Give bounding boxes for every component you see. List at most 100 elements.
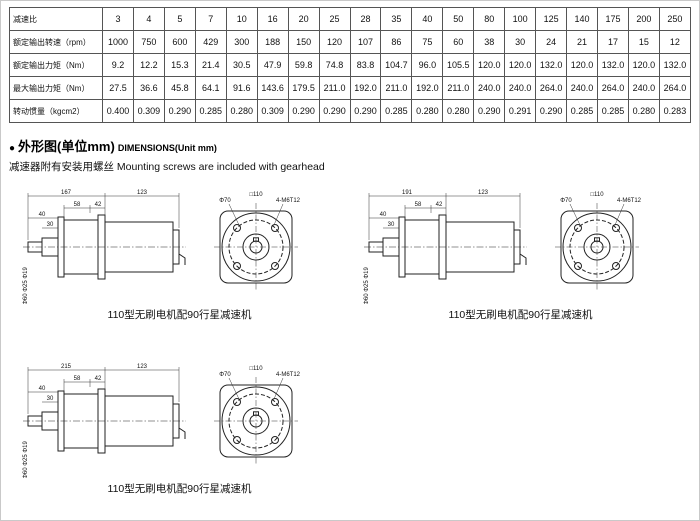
- dim-total-label: 167: [60, 190, 71, 196]
- row-label: 额定输出转速（rpm）: [9, 30, 103, 54]
- flange-square-label: □110: [249, 192, 263, 198]
- mounting-note-en: Mounting screws are included with gearhe…: [116, 161, 325, 173]
- dimensions-heading-en: DIMENSIONS(Unit mm): [117, 143, 217, 153]
- dim-s2-label: 30: [46, 222, 53, 228]
- drawing-slot-1: 167 123 58 42 40 30 Φ60 Φ25 Φ19: [20, 186, 340, 322]
- motor-side-view: [22, 214, 186, 280]
- table-cell: 192.0: [411, 76, 444, 100]
- drawing-canvas: 167 123 58 42 40 30 Φ60 Φ25 Φ19: [22, 190, 300, 304]
- table-cell: 83.8: [349, 53, 382, 77]
- table-cell: 750: [132, 30, 165, 54]
- table-cell: 0.285: [194, 99, 227, 123]
- table-cell: 60: [442, 30, 475, 54]
- table-cell: 200: [627, 7, 660, 31]
- motor-side-view: [363, 214, 527, 280]
- table-cell: 25: [318, 7, 351, 31]
- table-cell: 132.0: [535, 53, 568, 77]
- table-cell: 30: [504, 30, 537, 54]
- table-cell: 17: [597, 30, 629, 54]
- table-cell: 211.0: [318, 76, 351, 100]
- table-cell: 9.2: [102, 53, 134, 77]
- dim-b-label: 42: [435, 202, 442, 208]
- table-cell: 21.4: [194, 53, 227, 77]
- bullet-icon: ●: [9, 143, 16, 154]
- table-cell: 120: [318, 30, 351, 54]
- table-cell: 12: [658, 30, 692, 54]
- table-cell: 30.5: [225, 53, 258, 77]
- table-cell: 120.0: [627, 53, 660, 77]
- table-cell: 74.8: [318, 53, 351, 77]
- table-cell: 16: [256, 7, 289, 31]
- table-cell: 24: [535, 30, 568, 54]
- table-cell: 120.0: [504, 53, 537, 77]
- table-cell: 4: [132, 7, 165, 31]
- table-cell: 0.290: [318, 99, 351, 123]
- table-cell: 240.0: [566, 76, 598, 100]
- dimension-lines: [27, 367, 179, 414]
- dim-b-label: 42: [94, 202, 101, 208]
- shaft-diameter-label: Φ60 Φ25 Φ19: [23, 440, 29, 478]
- table-cell: 50: [442, 7, 475, 31]
- table-cell: 64.1: [194, 76, 227, 100]
- flange-center-lines: [213, 203, 298, 291]
- table-cell: 0.290: [535, 99, 568, 123]
- dim-a-label: 58: [73, 202, 80, 208]
- mounting-holes-label: 4-M6T12: [275, 198, 300, 204]
- dimension-drawing: 167 123 58 42 40 30 Φ60 Φ25 Φ19: [20, 186, 340, 322]
- table-cell: 120.0: [473, 53, 506, 77]
- table-cell: 264.0: [658, 76, 692, 100]
- table-cell: 27.5: [102, 76, 134, 100]
- table-cell: 0.290: [349, 99, 382, 123]
- table-cell: 7: [194, 7, 227, 31]
- table-cell: 264.0: [535, 76, 568, 100]
- dimension-lines: [27, 193, 179, 240]
- table-cell: 104.7: [380, 53, 413, 77]
- dim-s1-label: 40: [38, 212, 45, 218]
- table-cell: 0.285: [566, 99, 598, 123]
- drawing-canvas: 215 123 58 42 40 30 Φ60 Φ25 Φ19: [22, 364, 300, 478]
- table-cell: 600: [163, 30, 196, 54]
- dim-s2-label: 30: [387, 222, 394, 228]
- table-cell: 0.309: [256, 99, 289, 123]
- row-label: 额定输出力矩（Nm）: [9, 53, 103, 77]
- table-cell: 107: [349, 30, 382, 54]
- table-cell: 120.0: [566, 53, 598, 77]
- table-cell: 28: [349, 7, 382, 31]
- shaft-diameter-label: Φ60 Φ25 Φ19: [23, 266, 29, 304]
- shaft-diameter-label: Φ60 Φ25 Φ19: [364, 266, 370, 304]
- table-cell: 132.0: [597, 53, 629, 77]
- flange-center-lines: [554, 203, 639, 291]
- table-cell: 36.6: [132, 76, 165, 100]
- table-cell: 59.8: [287, 53, 320, 77]
- table-cell: 1000: [102, 30, 134, 54]
- table-cell: 38: [473, 30, 506, 54]
- table-cell: 12.2: [132, 53, 165, 77]
- dim-s1-label: 40: [38, 386, 45, 392]
- table-cell: 0.290: [163, 99, 196, 123]
- table-cell: 80: [473, 7, 506, 31]
- dim-a-label: 58: [73, 376, 80, 382]
- table-cell: 211.0: [380, 76, 413, 100]
- table-cell: 240.0: [627, 76, 660, 100]
- dimension-lines: [368, 193, 520, 240]
- table-cell: 5: [163, 7, 196, 31]
- table-cell: 264.0: [597, 76, 629, 100]
- motor-side-view: [22, 388, 186, 454]
- bolt-circle-label: Φ70: [219, 372, 231, 378]
- table-cell: 21: [566, 30, 598, 54]
- drawings-grid: 167 123 58 42 40 30 Φ60 Φ25 Φ19: [9, 186, 691, 496]
- dimensions-heading: ● 外形图(单位mm) DIMENSIONS(Unit mm): [9, 136, 691, 155]
- table-cell: 0.290: [473, 99, 506, 123]
- dim-a-label: 58: [414, 202, 421, 208]
- table-cell: 188: [256, 30, 289, 54]
- table-cell: 20: [287, 7, 320, 31]
- table-cell: 0.280: [442, 99, 475, 123]
- dim-motor-label: 123: [136, 364, 147, 370]
- table-cell: 10: [225, 7, 258, 31]
- drawing-caption: 110型无刷电机配90行星减速机: [107, 309, 252, 321]
- drawing-slot-3: 215 123 58 42 40 30 Φ60 Φ25 Φ19: [20, 360, 340, 496]
